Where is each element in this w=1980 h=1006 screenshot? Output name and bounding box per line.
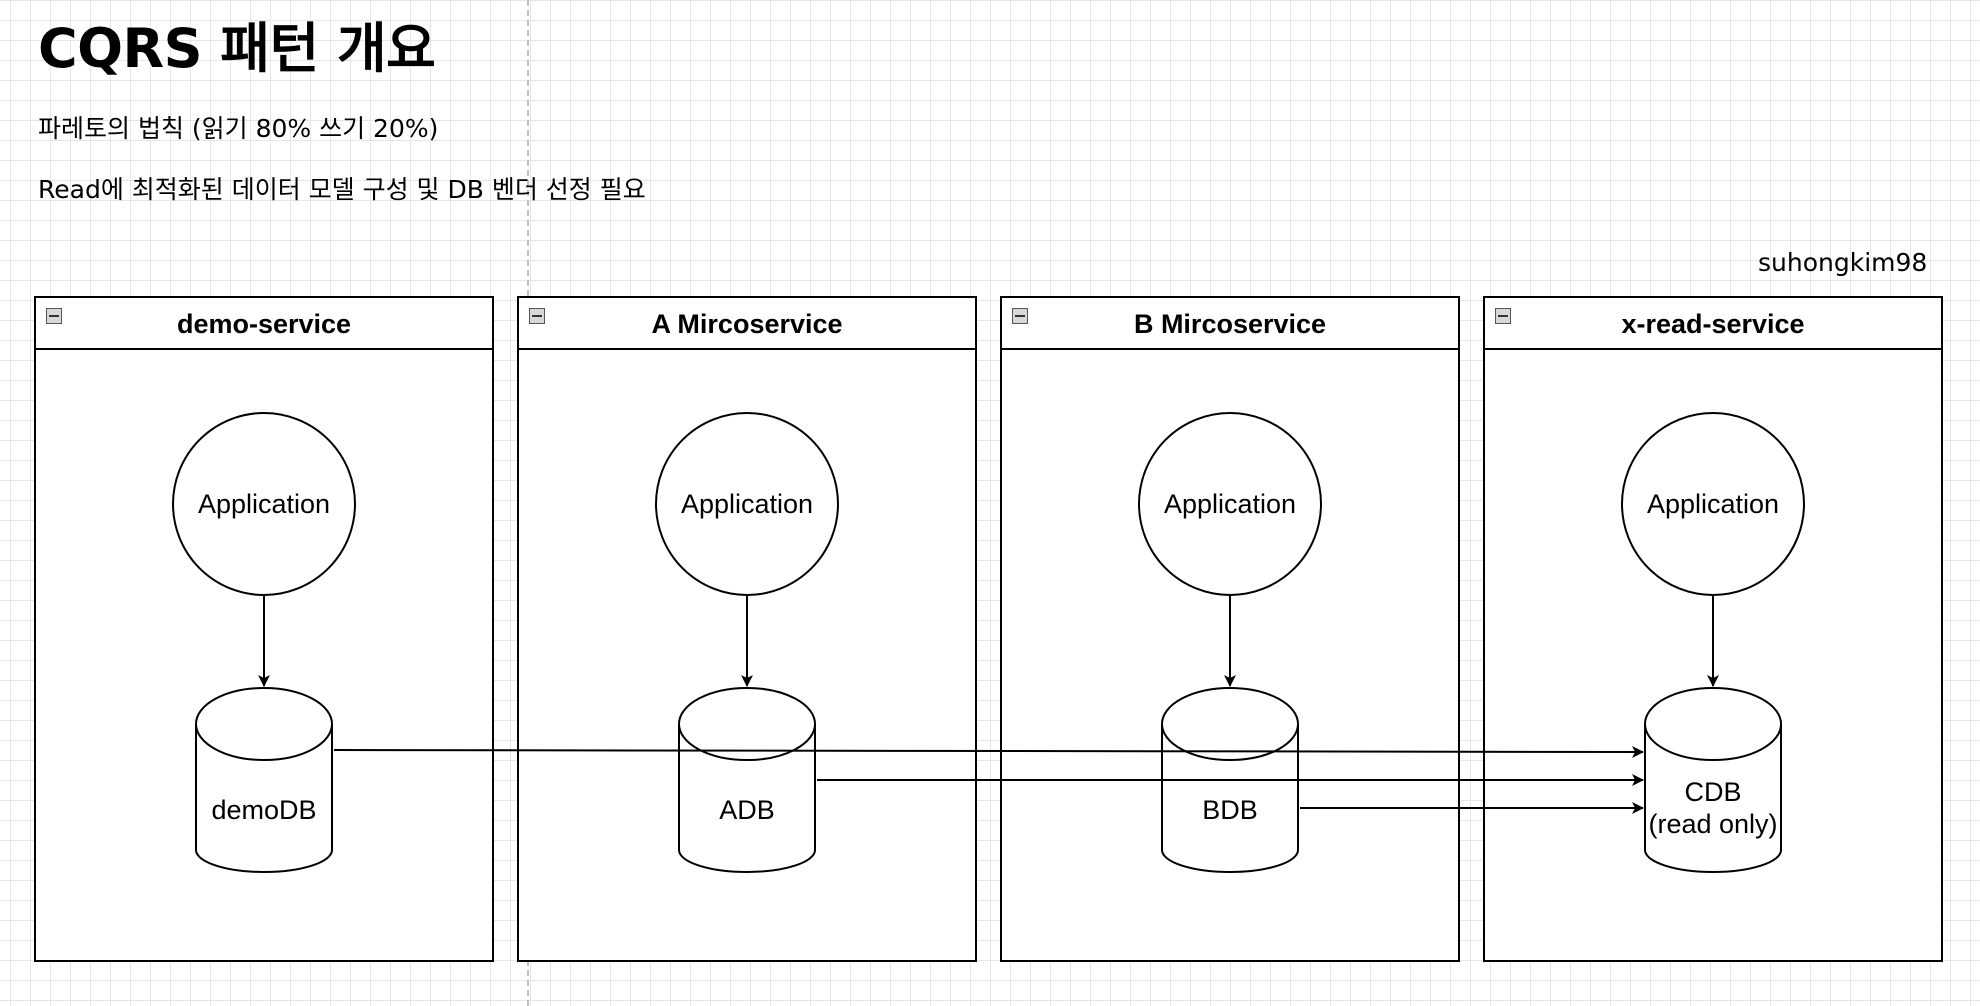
- db-label-c-sub: (read only): [1648, 809, 1778, 839]
- collapse-icon[interactable]: [46, 308, 62, 324]
- subtitle-read-model: Read에 최적화된 데이터 모델 구성 및 DB 벤더 선정 필요: [38, 175, 646, 204]
- db-label-a: ADB: [719, 795, 775, 825]
- author-label: suhongkim98: [1758, 248, 1928, 277]
- container-title: A Mircoservice: [651, 309, 843, 339]
- application-node-a[interactable]: Application: [655, 412, 839, 596]
- collapse-icon[interactable]: [1012, 308, 1028, 324]
- container-header: B Mircoservice: [1002, 298, 1458, 350]
- db-label-demo: demoDB: [211, 795, 317, 825]
- application-node-x-read[interactable]: Application: [1621, 412, 1805, 596]
- container-header: A Mircoservice: [519, 298, 975, 350]
- page-title: CQRS 패턴 개요: [38, 17, 436, 80]
- db-label-c-name: CDB: [1684, 777, 1742, 807]
- collapse-icon[interactable]: [1495, 308, 1511, 324]
- container-title: x-read-service: [1621, 309, 1805, 339]
- container-header: x-read-service: [1485, 298, 1941, 350]
- service-container-x-read[interactable]: x-read-service: [1483, 296, 1943, 962]
- service-container-demo[interactable]: demo-service: [34, 296, 494, 962]
- container-header: demo-service: [36, 298, 492, 350]
- container-title: B Mircoservice: [1133, 309, 1327, 339]
- application-node-b[interactable]: Application: [1138, 412, 1322, 596]
- db-label-c: CDB (read only): [1643, 776, 1783, 840]
- container-title: demo-service: [176, 309, 352, 339]
- service-container-b[interactable]: B Mircoservice: [1000, 296, 1460, 962]
- db-label-b: BDB: [1202, 795, 1258, 825]
- application-node-demo[interactable]: Application: [172, 412, 356, 596]
- subtitle-pareto: 파레토의 법칙 (읽기 80% 쓰기 20%): [38, 114, 439, 143]
- service-container-a[interactable]: A Mircoservice: [517, 296, 977, 962]
- collapse-icon[interactable]: [529, 308, 545, 324]
